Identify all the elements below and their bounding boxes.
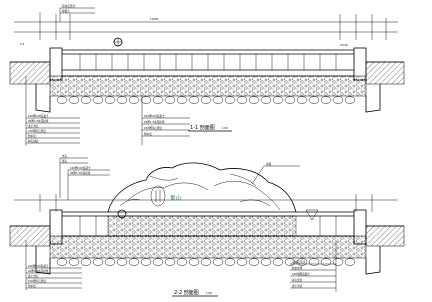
callout-1-mid-3: 防水层 bbox=[144, 132, 152, 136]
rock-inscription: 景山 bbox=[170, 194, 181, 202]
callout-1-1: 20厚1:3水泥砂浆 bbox=[28, 119, 49, 123]
callout-2-right-2: C20钢筋混凝土 bbox=[292, 272, 310, 276]
dimension-label: 11500 bbox=[150, 17, 159, 21]
section-1-scale: 1:50 bbox=[222, 126, 228, 130]
callout-2-left-4: 防水层 bbox=[28, 284, 36, 288]
callout-top-1: 花岗岩压顶 bbox=[62, 4, 75, 8]
cobble-row-1 bbox=[56, 96, 356, 104]
callout-2-left-0: 100厚C20混凝土 bbox=[28, 264, 49, 268]
callout-2-right-0: 花岗岩压顶 bbox=[292, 260, 305, 264]
callout-1-mid-1: 20厚1:3水泥砂浆 bbox=[144, 120, 165, 124]
callout-2-right-4: 素土夯实 bbox=[292, 284, 303, 288]
callout-2-top-1: 置石 bbox=[62, 159, 68, 163]
callout-1-4: 防水层 bbox=[28, 134, 36, 138]
callout-1-mid-0: 100厚C20混凝土 bbox=[144, 114, 165, 118]
callout-2-left-3: 150厚碎石垫层 bbox=[28, 279, 46, 283]
callout-2-right-1: 防水砂浆 bbox=[292, 266, 303, 270]
dimension-chain-top bbox=[14, 7, 398, 40]
callout-1-5: 卵石铺底 bbox=[28, 139, 39, 143]
leader-lines-2-top bbox=[59, 157, 300, 200]
right-level-label: ±0.00 bbox=[340, 43, 348, 47]
callout-1-mid-2: 150厚碎石垫层 bbox=[144, 126, 162, 130]
section-2-2: 景石 置石 100厚C20混凝土 20厚1:3水泥砂浆 水面 景山 bbox=[9, 154, 405, 297]
rock-mound bbox=[107, 162, 297, 213]
stone-feature bbox=[150, 185, 166, 207]
callout-2-left-1: 20厚1:3水泥砂浆 bbox=[28, 269, 49, 273]
callout-top-2: 种植土 bbox=[62, 9, 70, 13]
section-2-title: 2-2 剖面图 bbox=[174, 289, 199, 296]
callout-1-0: 100厚C20混凝土 bbox=[28, 114, 49, 118]
callout-2-right-top: 水面 bbox=[266, 162, 272, 166]
callout-2-top-3: 20厚1:3水泥砂浆 bbox=[70, 171, 91, 175]
pool-structure-1 bbox=[9, 47, 405, 113]
section-1-1: 花岗岩压顶 种植土 11500 2.4 ±0.00 bbox=[9, 4, 405, 146]
callout-1-2: 素土夯实 bbox=[28, 124, 39, 128]
left-level-label: 2.4 bbox=[20, 42, 24, 46]
callout-1-3: 150厚碎石垫层 bbox=[28, 129, 46, 133]
callout-2-left-2: 素土夯实 bbox=[28, 274, 39, 278]
callout-2-right-3: 碎石垫层 bbox=[292, 278, 303, 282]
callout-2-top-2: 100厚C20混凝土 bbox=[70, 166, 91, 170]
dimension-chain-2 bbox=[14, 194, 398, 212]
leader-lines-2-left bbox=[25, 240, 82, 290]
leader-lines-2-right bbox=[290, 240, 337, 292]
section-1-title: 1-1 剖面图 bbox=[190, 124, 215, 131]
callout-2-top-0: 景石 bbox=[62, 154, 68, 158]
pool-structure-2 bbox=[9, 209, 405, 275]
cobble-row-2 bbox=[56, 258, 356, 266]
leader-lines-1 bbox=[25, 76, 190, 146]
section-2-scale: 1:50 bbox=[206, 291, 212, 295]
water-level-marker bbox=[305, 209, 319, 221]
